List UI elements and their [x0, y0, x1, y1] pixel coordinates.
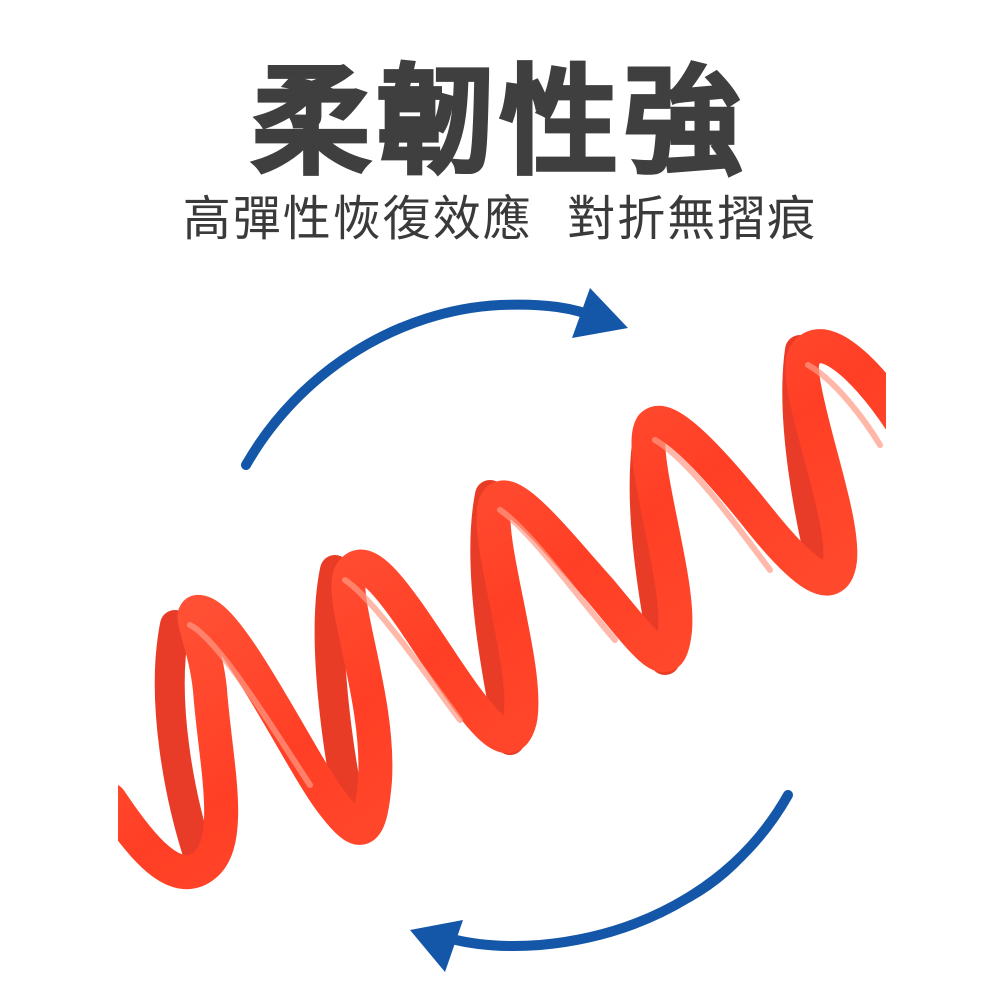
headline-title: 柔韌性強: [250, 52, 748, 193]
rotate-arrow-top-icon: [241, 288, 628, 470]
rotate-arrow-bottom-icon: [410, 790, 793, 972]
coiled-spring: [118, 329, 886, 889]
feature-subtitle: 高彈性恢復效應 對折無摺痕: [182, 191, 818, 247]
